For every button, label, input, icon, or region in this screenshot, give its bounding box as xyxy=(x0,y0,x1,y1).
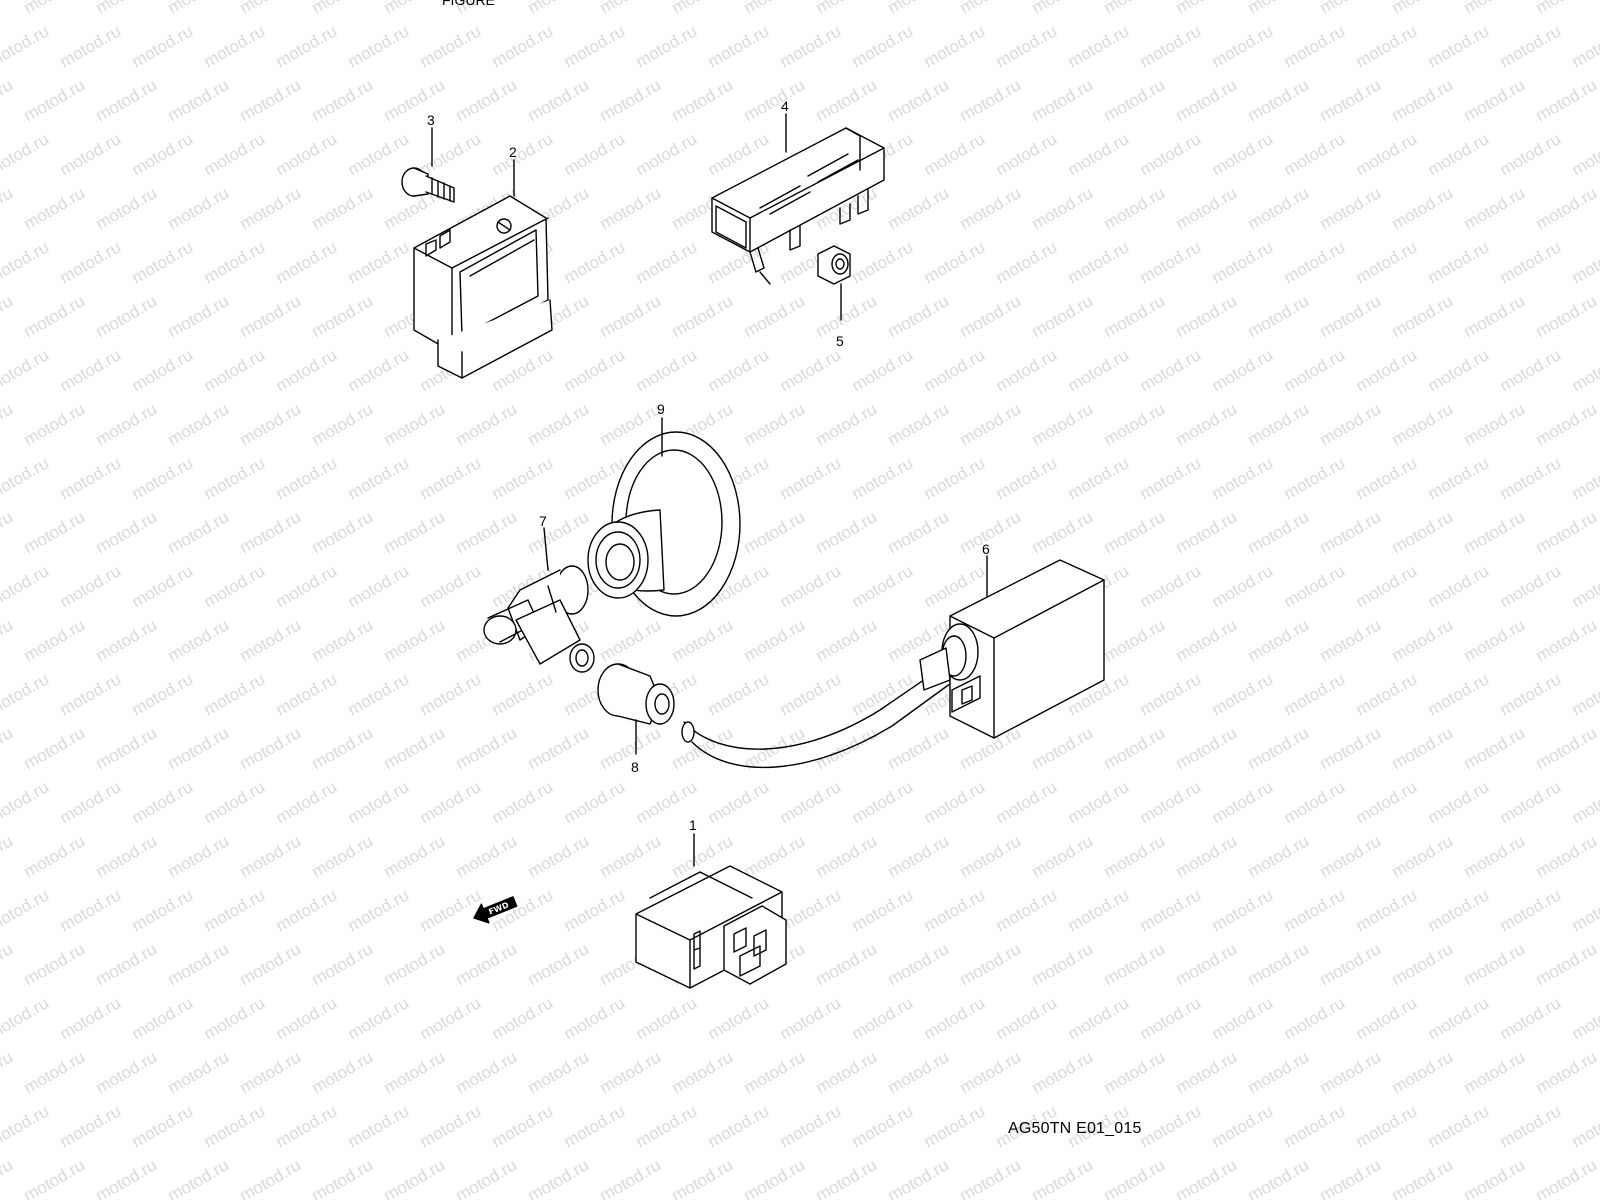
callout-2: 2 xyxy=(509,144,517,160)
callout-8: 8 xyxy=(631,759,639,775)
callout-4: 4 xyxy=(781,98,789,114)
part-8-grommet[interactable] xyxy=(597,663,675,725)
callout-1: 1 xyxy=(689,817,697,833)
part-5-nut[interactable] xyxy=(817,245,851,285)
fwd-arrow-icon: FWD xyxy=(473,896,518,924)
part-7-plug-cap[interactable] xyxy=(483,565,595,673)
part-2-cdi-unit[interactable] xyxy=(413,195,553,379)
part-3-screw[interactable] xyxy=(401,167,455,203)
callout-9: 9 xyxy=(657,401,665,417)
callout-7: 7 xyxy=(539,513,547,529)
fwd-label: FWD xyxy=(487,900,510,916)
part-6-ignition-coil[interactable] xyxy=(681,559,1105,769)
callout-leaders xyxy=(431,113,988,867)
figure-header: FIGURE xyxy=(442,0,495,8)
diagram-code: AG50TN E01_015 xyxy=(1008,1120,1142,1137)
callout-3: 3 xyxy=(427,112,435,128)
callout-6: 6 xyxy=(982,541,990,557)
part-4-bracket[interactable] xyxy=(711,127,885,285)
part-9-cover[interactable] xyxy=(587,431,741,617)
part-1-relay[interactable] xyxy=(635,865,787,989)
callout-5: 5 xyxy=(836,333,844,349)
